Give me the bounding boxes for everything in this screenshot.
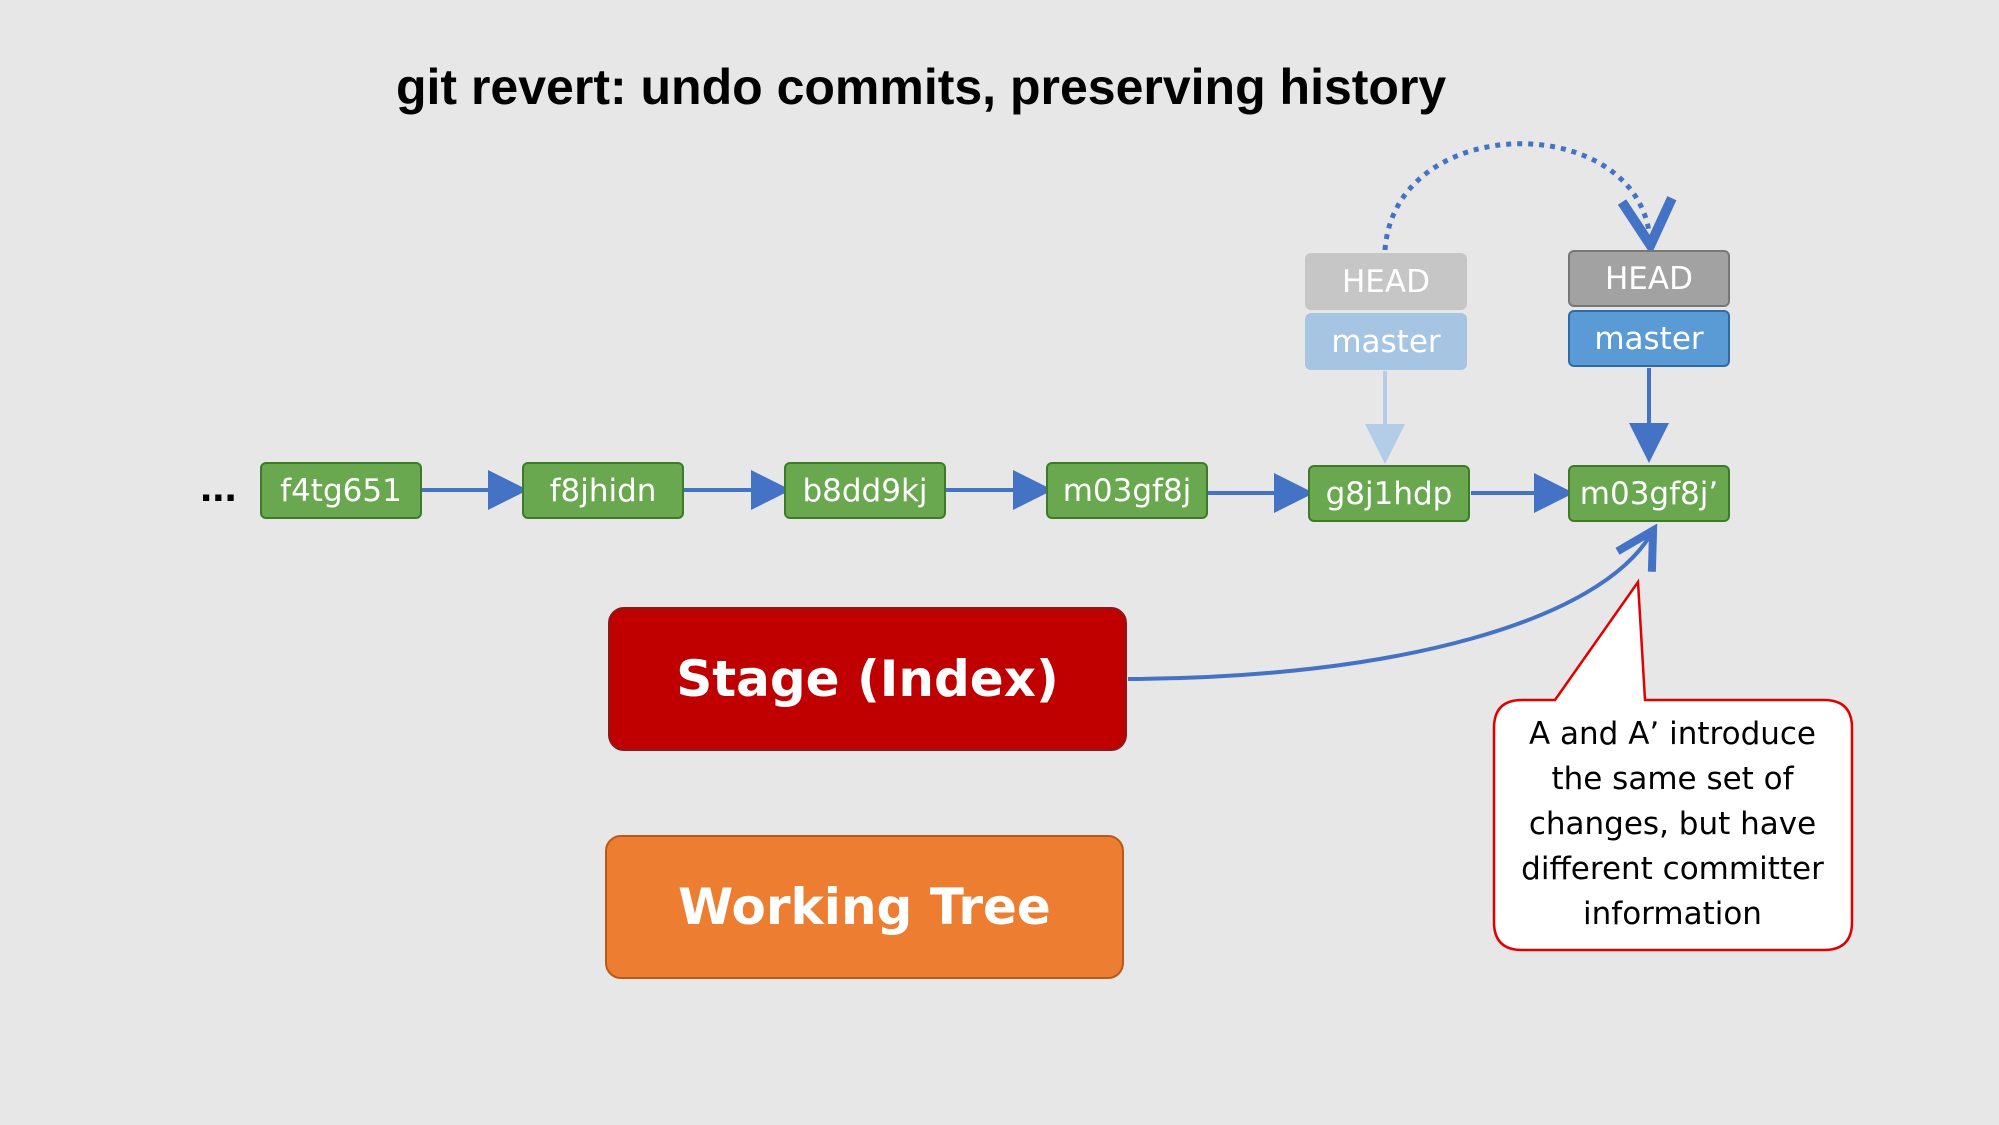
page-title: git revert: undo commits, preserving his…: [396, 59, 1447, 115]
working-tree-box: Working Tree: [605, 835, 1124, 979]
commit-node: f4tg651: [260, 462, 422, 519]
callout-line: changes, but have: [1528, 806, 1817, 842]
callout-text: A and A’ introduce the same set of chang…: [1495, 712, 1850, 937]
callout-bubble: [1492, 578, 1854, 952]
history-ellipsis: ...: [200, 462, 237, 511]
commit-node: b8dd9kj: [784, 462, 946, 519]
new-master-label: master: [1568, 310, 1730, 367]
head-move-arc: [1382, 141, 1650, 250]
commit-node: f8jhidn: [522, 462, 684, 519]
callout-line: A and A’ introduce: [1528, 716, 1817, 752]
stage-to-commit-curve: [1127, 534, 1651, 681]
old-master-label: master: [1305, 313, 1467, 370]
stage-index-box: Stage (Index): [608, 607, 1127, 751]
old-head-label: HEAD: [1305, 253, 1467, 310]
callout-line: the same set of: [1551, 761, 1794, 797]
callout-line: information: [1583, 896, 1762, 932]
callout-line: different committer: [1521, 851, 1824, 887]
commit-node: m03gf8j: [1046, 462, 1208, 519]
commit-node: m03gf8j’: [1568, 465, 1730, 522]
commit-node: g8j1hdp: [1308, 465, 1470, 522]
new-head-label: HEAD: [1568, 250, 1730, 307]
